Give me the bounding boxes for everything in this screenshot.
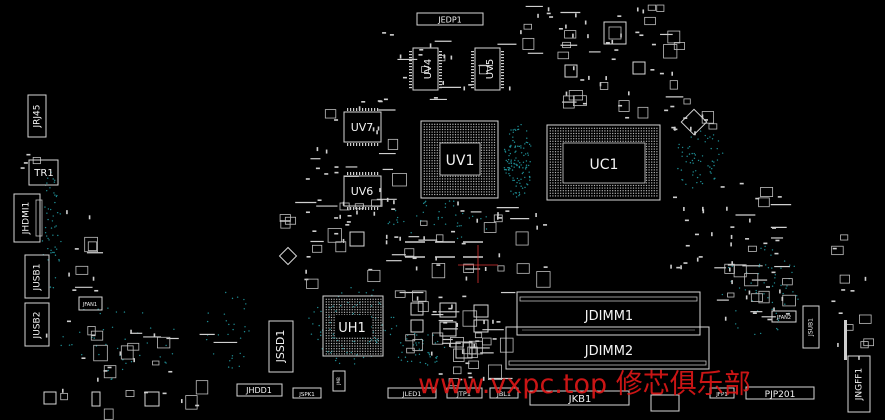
via-layer (41, 123, 799, 381)
small-parts-layer (20, 4, 874, 420)
component-label: JFP1 (715, 392, 728, 398)
component-uh1[interactable]: UH1 (322, 295, 384, 357)
component-uc1[interactable]: UC1 (546, 124, 661, 201)
component-jfp1[interactable]: JFP1 (709, 387, 735, 399)
crosshair-icon (458, 245, 498, 283)
component-label: JHDD1 (245, 386, 272, 395)
component-label: JSPK1 (298, 392, 315, 398)
component-label: JUSB1 (33, 264, 43, 292)
component-label: JEDP1 (437, 16, 462, 25)
component-label: UV7 (351, 121, 374, 134)
component-uv4[interactable]: UV4 (409, 47, 442, 91)
component-jkb1[interactable]: JKB1 (529, 390, 630, 406)
component-label: JLED1 (402, 390, 422, 398)
bottom-pad-block (650, 394, 680, 412)
component-label: JSUB1 (808, 318, 815, 337)
component-label: JMB (336, 377, 341, 386)
component-label: JUSB2 (33, 312, 43, 340)
component-label: JNGFF1 (855, 368, 865, 401)
component-label: UH1 (338, 321, 366, 336)
component-jtp1[interactable]: JTP1 (446, 387, 483, 399)
component-jsub1[interactable]: JSUB1 (802, 305, 820, 349)
component-label: JHDMI1 (22, 202, 32, 236)
component-jled1[interactable]: JLED1 (387, 387, 437, 399)
component-jmb[interactable]: JMB (332, 370, 346, 392)
component-uv5[interactable]: UV5 (471, 47, 504, 91)
component-label: JSSD1 (274, 330, 287, 364)
component-uv1[interactable]: UV1 (420, 120, 499, 199)
component-tr1[interactable]: TR1 (28, 159, 59, 186)
component-label: JFAN1 (82, 302, 97, 308)
component-label: JRJ45 (33, 104, 43, 128)
component-jbl1[interactable]: JBL1 (489, 387, 519, 399)
component-jhdd1[interactable]: JHDD1 (236, 383, 283, 397)
component-label: UV4 (423, 59, 434, 80)
component-label: TR1 (33, 168, 53, 179)
component-label: JKB1 (568, 394, 592, 405)
component-jedp1[interactable]: JEDP1 (416, 12, 484, 26)
component-jspk1[interactable]: JSPK1 (292, 387, 322, 399)
component-label: JDIMM1 (584, 309, 633, 324)
component-jfan1[interactable]: JFAN1 (78, 296, 103, 311)
component-jusb1[interactable]: JUSB1 (24, 254, 50, 299)
component-jhdmi1[interactable]: JHDMI1 (13, 193, 43, 243)
component-pjp201[interactable]: PJP201 (745, 386, 815, 400)
component-jngff1[interactable]: JNGFF1 (847, 355, 871, 413)
component-jusb2[interactable]: JUSB2 (24, 302, 50, 347)
component-label: UV5 (485, 59, 496, 80)
component-jfan2[interactable]: JFAN2 (771, 310, 797, 323)
component-label: UV6 (351, 185, 374, 198)
component-uv7[interactable]: UV7 (343, 108, 382, 146)
component-uv6[interactable]: UV6 (343, 172, 382, 210)
component-label: JDIMM2 (584, 344, 633, 359)
component-label: UV1 (446, 153, 475, 169)
component-label: JBL1 (496, 390, 511, 398)
watermark-text: www.vxpc.top 修芯俱乐部 (418, 369, 751, 400)
component-jdimm1[interactable]: JDIMM1 (516, 291, 701, 336)
component-label: JTP1 (456, 390, 471, 398)
component-label: PJP201 (765, 390, 796, 400)
component-jdimm2[interactable]: JDIMM2 (505, 326, 710, 370)
component-jrj45[interactable]: JRJ45 (27, 94, 47, 138)
component-jssd1[interactable]: JSSD1 (268, 320, 294, 373)
component-label: UC1 (590, 157, 619, 173)
component-label: JFAN2 (776, 315, 791, 321)
